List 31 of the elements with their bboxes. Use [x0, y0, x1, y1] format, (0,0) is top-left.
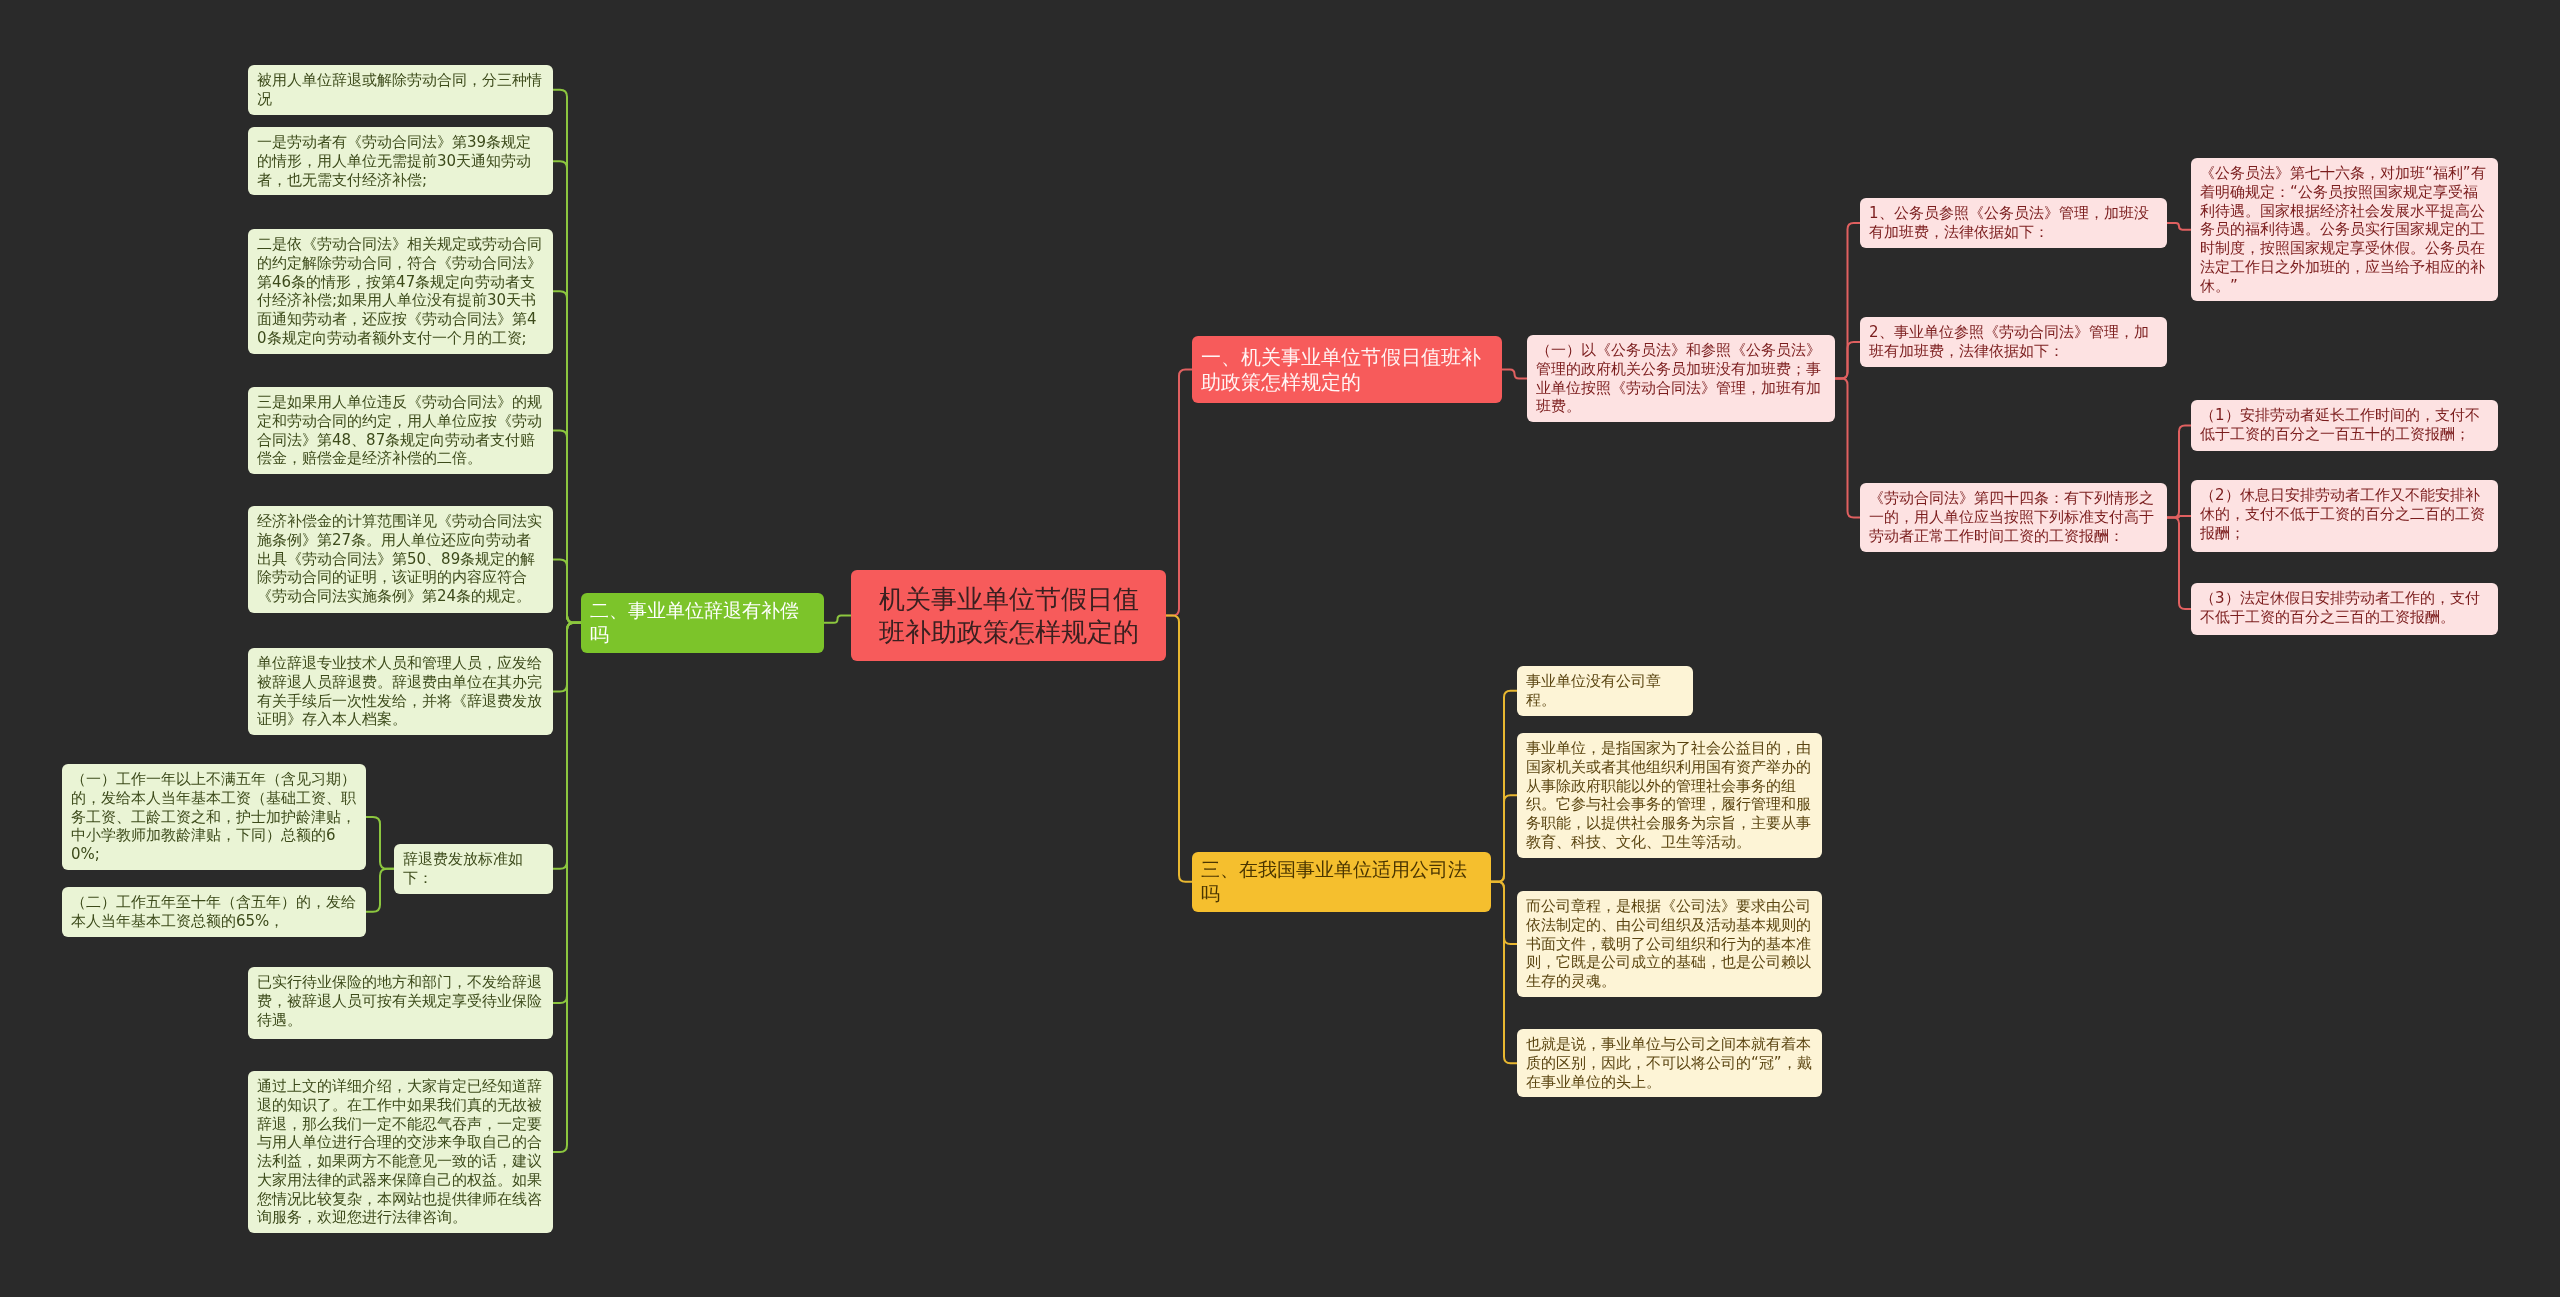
text-box: 辞退费发放标准如下： — [394, 844, 553, 894]
text-box: 已实行待业保险的地方和部门，不发给辞退费，被辞退人员可按有关规定享受待业保险待遇。 — [248, 967, 553, 1039]
text-box: （1）安排劳动者延长工作时间的，支付不低于工资的百分之一百五十的工资报酬； — [2191, 400, 2498, 451]
branch-topic-box: 二、事业单位辞退有补偿吗 — [581, 593, 824, 653]
text-box: 而公司章程，是根据《公司法》要求由公司依法制定的、由公司组织及活动基本规则的书面文件，载明了公司组织和行为的基本准则，它既是公司成立的基础，也是公司赖以生存的灵魂。 — [1517, 891, 1822, 997]
branch-topic-box: 一、机关事业单位节假日值班补助政策怎样规定的 — [1192, 336, 1502, 403]
connector-line — [2166, 222, 2192, 231]
text-box: （2）休息日安排劳动者工作又不能安排补休的，支付不低于工资的百分之二百的工资报酬； — [2191, 480, 2498, 552]
text-box: 《劳动合同法》第四十四条：有下列情形之一的，用人单位应当按照下列标准支付高于劳动者正常工作时间工资的工资报酬： — [1860, 483, 2167, 552]
text-box: 也就是说，事业单位与公司之间本就有着本质的区别，因此，不可以将公司的“冠”，戴在事业单位的头上。 — [1517, 1029, 1822, 1098]
connector-line — [1501, 368, 1528, 380]
central-topic-box: 机关事业单位节假日值班补助政策怎样规定的 — [851, 570, 1166, 661]
connector-line — [823, 614, 852, 624]
text-box: 2、事业单位参照《劳动合同法》管理，加班有加班费，法律依据如下： — [1860, 317, 2167, 367]
text-box: 三是如果用人单位违反《劳动合同法》的规定和劳动合同的约定，用人单位应按《劳动合同法》第48、87条规定向劳动者支付赔偿金，赔偿金是经济补偿的二倍。 — [248, 387, 553, 474]
text-box: 经济补偿金的计算范围详见《劳动合同法实施条例》第27条。用人单位还应向劳动者出具《劳动合同法》第50、89条规定的解除劳动合同的证明，该证明的内容应符合《劳动合同法实施条例》第24条的规定。 — [248, 506, 553, 613]
text-box: 单位辞退专业技术人员和管理人员，应发给被辞退人员辞退费。辞退费由单位在其办完有关手续后一次性发给，并将《辞退费发放证明》存入本人档案。 — [248, 648, 553, 735]
text-box: 被用人单位辞退或解除劳动合同，分三种情况 — [248, 65, 553, 115]
connector-line — [365, 867, 395, 913]
text-box: （一）以《公务员法》和参照《公务员法》管理的政府机关公务员加班没有加班费；事业单位按照《劳动合同法》管理，加班有加班费。 — [1527, 335, 1835, 422]
text-box: （二）工作五年至十年（含五年）的，发给本人当年基本工资总额的65%， — [62, 887, 366, 937]
text-box: 一是劳动者有《劳动合同法》第39条规定的情形，用人单位无需提前30天通知劳动者，也无需支付经济补偿; — [248, 127, 553, 196]
text-box: （3）法定休假日安排劳动者工作的，支付不低于工资的百分之三百的工资报酬。 — [2191, 583, 2498, 635]
text-box: （一）工作一年以上不满五年（含见习期）的，发给本人当年基本工资（基础工资、职务工资、工龄工资之和，护士加护龄津贴，中小学教师加教龄津贴，下同）总额的60%; — [62, 764, 366, 870]
text-box: 通过上文的详细介绍，大家肯定已经知道辞退的知识了。在工作中如果我们真的无故被辞退，那么我们一定不能忍气吞声，一定要与用人单位进行合理的交涉来争取自己的合法利益，如果两方不能意见一致的话，建议大家用法律的武器来保障自己的权益。如果您情况比较复杂，本网站也提供律师在线咨询服务，欢迎您进行法律咨询。 — [248, 1071, 553, 1233]
text-box: 二是依《劳动合同法》相关规定或劳动合同的约定解除劳动合同，符合《劳动合同法》第46条的情形，按第47条规定向劳动者支付经济补偿;如果用人单位没有提前30天书面通知劳动者，还应按《劳动合同法》第40条规定向劳动者额外支付一个月的工资; — [248, 229, 553, 354]
text-box: 1、公务员参照《公务员法》管理，加班没有加班费，法律依据如下： — [1860, 198, 2167, 248]
text-box: 事业单位，是指国家为了社会公益目的，由国家机关或者其他组织利用国有资产举办的从事除政府职能以外的管理社会事务的组织。它参与社会事务的管理，履行管理和服务职能，以提供社会服务为宗旨，主要从事教育、科技、文化、卫生等活动。 — [1517, 733, 1822, 858]
text-box: 事业单位没有公司章程。 — [1517, 666, 1693, 716]
text-box: 《公务员法》第七十六条，对加班“福利”有着明确规定：“公务员按照国家规定享受福利待遇。国家根据经济社会发展水平提高公务员的福利待遇。公务员实行国家规定的工时制度，按照国家规定享受休假。公务员在法定工作日之外加班的，应当给予相应的补休。” — [2191, 158, 2498, 302]
branch-topic-box: 三、在我国事业单位适用公司法吗 — [1192, 852, 1491, 912]
